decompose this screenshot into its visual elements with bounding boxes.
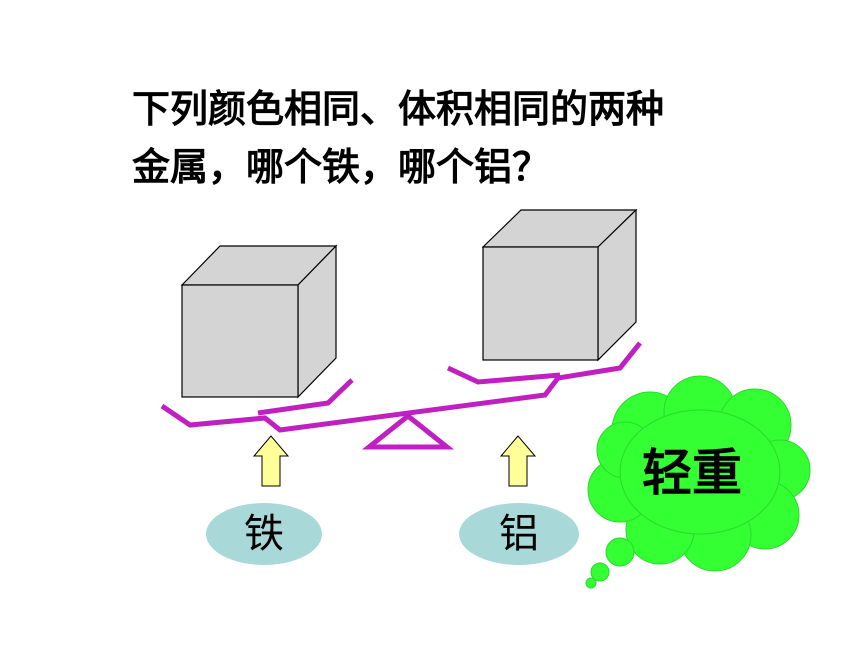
question-line-2: 金属，哪个铁，哪个铝？: [132, 145, 551, 189]
right-cube: [481, 208, 638, 362]
left-up-arrow: [252, 435, 290, 487]
iron-label: 铁: [244, 511, 284, 557]
right-up-arrow: [499, 435, 537, 487]
thought-cloud: [585, 375, 811, 589]
balance-beam: [160, 341, 642, 433]
fulcrum-triangle: [361, 412, 455, 450]
question-text: 下列颜色相同、体积相同的两种 金属，哪个铁，哪个铝？: [132, 80, 772, 196]
aluminum-label: 铝: [499, 511, 539, 557]
question-line-1: 下列颜色相同、体积相同的两种: [132, 87, 665, 131]
left-oval: [206, 503, 322, 565]
right-oval: [459, 503, 579, 565]
left-cube: [180, 244, 338, 399]
cloud-text: 轻重: [642, 444, 742, 502]
